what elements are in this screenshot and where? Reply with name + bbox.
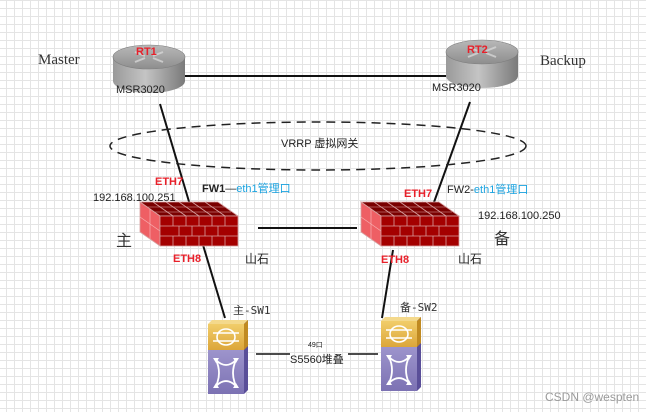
fw1-vendor: 山石 <box>245 252 270 266</box>
fw2-port-eth8: ETH8 <box>381 254 410 266</box>
fw2-vendor: 山石 <box>458 252 483 266</box>
fw2-port-eth7: ETH7 <box>404 188 433 200</box>
grid-canvas <box>0 0 646 412</box>
standby-label: 备 <box>494 231 511 248</box>
stack-label: S5560堆叠 <box>290 354 344 366</box>
fw2-title: FW2-eth1管理口 <box>447 185 528 196</box>
fw1-title: FW1—eth1管理口 <box>202 184 291 195</box>
fw1-separator: — <box>225 183 237 195</box>
fw2-name: FW2 <box>447 184 471 196</box>
fw1-name: FW1 <box>202 183 226 195</box>
fw2-separator: - <box>470 184 474 196</box>
switch-sw1-icon[interactable] <box>207 319 249 395</box>
fw1-ip: 192.168.100.251 <box>93 192 176 204</box>
rt1-name: RT1 <box>136 46 157 58</box>
link-fw2-sw2 <box>381 249 394 319</box>
link-rt1-fw1 <box>159 103 191 206</box>
firewall-fw1-icon[interactable] <box>139 201 239 247</box>
rt2-model: MSR3020 <box>432 82 481 94</box>
sw2-label: 备-SW2 <box>400 301 438 314</box>
fw1-port-eth7: ETH7 <box>155 176 184 188</box>
master-label: Master <box>38 52 80 68</box>
fw2-ip: 192.168.100.250 <box>478 210 561 222</box>
rt1-model: MSR3020 <box>116 84 165 96</box>
primary-label: 主 <box>116 233 133 250</box>
rt2-name: RT2 <box>467 44 488 56</box>
watermark: CSDN @wespten <box>545 390 640 404</box>
backup-label: Backup <box>540 53 586 69</box>
link-rt2-fw2 <box>432 101 471 206</box>
link-fw1-sw1 <box>202 244 226 319</box>
stack-port-label: 49口 <box>308 342 323 349</box>
fw1-port-eth8: ETH8 <box>173 253 202 265</box>
firewall-fw2-icon[interactable] <box>360 201 460 247</box>
vrrp-label: VRRP 虚拟网关 <box>281 138 359 150</box>
switch-sw2-icon[interactable] <box>380 316 422 392</box>
fw2-mgmt: eth1管理口 <box>473 184 529 196</box>
sw1-label: 主-SW1 <box>233 304 271 317</box>
vrrp-virtual-gateway-ellipse <box>109 121 527 171</box>
fw1-mgmt: eth1管理口 <box>236 183 291 195</box>
